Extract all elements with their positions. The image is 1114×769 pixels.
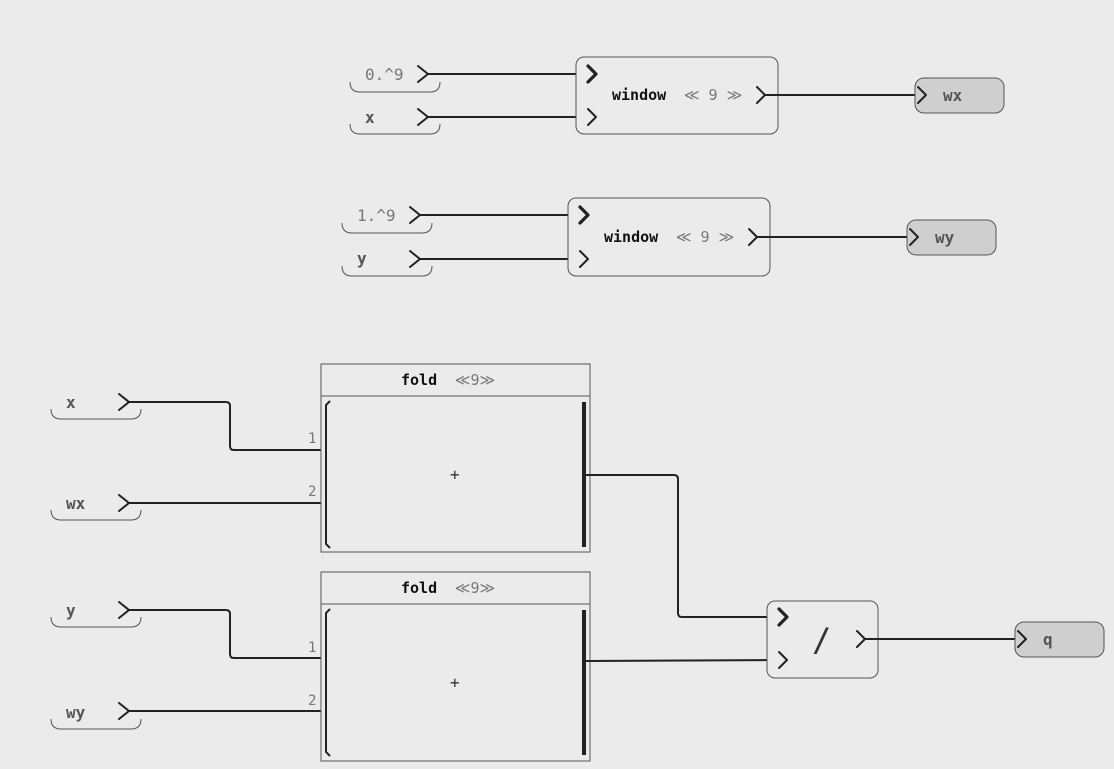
node-argument: ≪9≫	[455, 371, 495, 389]
output-arrow-icon	[118, 601, 130, 619]
input-label: y	[357, 249, 367, 268]
wire	[586, 474, 780, 618]
window-node-box[interactable]	[567, 197, 771, 277]
fold-2-group: y wy fold ≪9≫ 1 2 +	[50, 571, 781, 762]
input-label: y	[66, 601, 76, 620]
output-arrow-icon	[409, 206, 421, 224]
input-label: 1.^9	[357, 206, 396, 225]
wire	[585, 659, 781, 662]
input-port-variable	[349, 123, 441, 135]
input-port-variable	[50, 616, 142, 628]
output-arrow-icon	[118, 393, 130, 411]
output-label: wy	[935, 228, 955, 247]
input-label: wx	[66, 494, 86, 513]
window-node-label: window ≪ 9 ≫	[604, 227, 734, 246]
wire	[129, 609, 326, 659]
output-arrow-icon	[909, 228, 919, 246]
fold-node-label: fold ≪9≫	[401, 578, 495, 597]
input-arrow-bold-icon	[578, 205, 590, 225]
node-function-name: fold	[401, 371, 437, 389]
output-node[interactable]	[914, 77, 1005, 114]
output-node[interactable]	[1014, 621, 1105, 658]
output-arrow-icon	[417, 65, 429, 83]
input-arrow-icon	[579, 250, 589, 268]
fold-node-label: fold ≪9≫	[401, 370, 495, 389]
input-port-variable	[50, 408, 142, 420]
left-bracket	[325, 400, 331, 549]
output-label: q	[1043, 630, 1053, 649]
output-arrow-icon	[417, 108, 429, 126]
input-port-literal	[349, 81, 441, 93]
port-number: 1	[308, 431, 316, 447]
node-function-name: window	[604, 228, 659, 246]
fold-operator: +	[450, 465, 460, 484]
left-bracket	[325, 608, 331, 757]
input-arrow-icon	[587, 108, 597, 126]
divide-operator: /	[812, 621, 831, 659]
input-port-literal	[341, 222, 433, 234]
fold-1-group: x wx fold ≪9≫ 1 2 +	[50, 363, 780, 618]
port-number: 2	[308, 693, 316, 709]
node-function-name: fold	[401, 579, 437, 597]
port-number: 1	[308, 640, 316, 656]
input-arrow-bold-icon	[777, 607, 789, 627]
output-node[interactable]	[906, 219, 997, 256]
node-argument: ≪ 9 ≫	[684, 86, 743, 104]
wire	[129, 401, 326, 451]
input-arrow-bold-icon	[586, 64, 598, 84]
fold-operator: +	[450, 673, 460, 692]
input-port-variable	[341, 265, 433, 277]
window-node-box[interactable]	[575, 56, 779, 135]
port-number: 2	[308, 484, 316, 500]
input-label: x	[66, 393, 76, 412]
window-node-label: window ≪ 9 ≫	[612, 85, 742, 104]
output-arrow-icon	[409, 250, 421, 268]
output-arrow-icon	[1017, 630, 1027, 648]
input-arrow-icon	[778, 651, 788, 669]
output-arrow-icon	[118, 702, 130, 720]
output-label: wx	[943, 86, 963, 105]
input-port-variable	[50, 718, 142, 730]
input-label: x	[365, 108, 375, 127]
output-arrow-icon	[917, 86, 927, 104]
node-argument: ≪ 9 ≫	[676, 228, 735, 246]
node-argument: ≪9≫	[455, 579, 495, 597]
input-label: 0.^9	[365, 65, 404, 84]
divide-group: / q	[766, 600, 1105, 679]
fold-node-box[interactable]	[320, 571, 591, 762]
window-2-group: 1.^9 y window ≪ 9 ≫ wy	[341, 197, 997, 277]
node-function-name: window	[612, 86, 667, 104]
fold-node-box[interactable]	[320, 363, 591, 553]
output-arrow-icon	[118, 494, 130, 512]
input-port-variable	[50, 509, 142, 521]
input-label: wy	[66, 703, 86, 722]
window-1-group: 0.^9 x window ≪ 9 ≫ wx	[349, 56, 1005, 135]
